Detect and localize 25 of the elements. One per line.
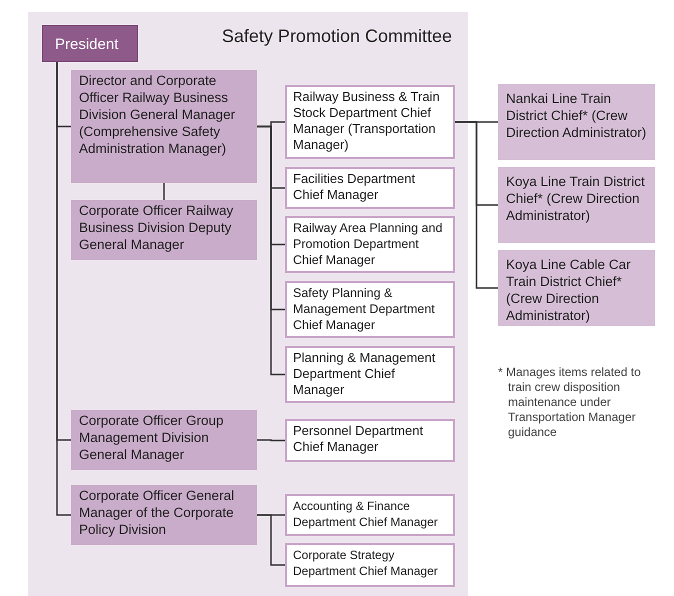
officer-box: Corporate Officer Railway Business Division Deputy General Manager: [71, 200, 257, 260]
footnote: * Manages items related to train crew disposition maintenance under Transportation Manager guidance: [498, 365, 642, 440]
department-box: Railway Business & Train Stock Department Chief Manager (Transportation Manager): [285, 85, 455, 159]
committee-title: Safety Promotion Committee: [222, 25, 452, 48]
department-box: Corporate Strategy Department Chief Manager: [285, 543, 455, 587]
connector-line: [455, 121, 498, 289]
department-box: Accounting & Finance Department Chief Manager: [285, 494, 455, 536]
president-box: President: [42, 25, 138, 62]
connector-line: [257, 514, 285, 566]
department-box: Railway Area Planning and Promotion Department Chief Manager: [285, 216, 455, 273]
connector-line: [56, 62, 71, 516]
officer-box: Corporate Officer Group Management Division General Manager: [71, 410, 257, 470]
district-box: Koya Line Cable Car Train District Chief* (Crew Direction Administrator): [498, 250, 655, 326]
connector-line: [163, 183, 165, 200]
committee-panel: [28, 12, 468, 596]
connector-line: [257, 439, 285, 442]
connector-line: [257, 126, 285, 376]
officer-box: Director and Corporate Officer Railway Business Division General Manager (Comprehensive Safety Administration Manager): [71, 70, 257, 183]
department-box: Personnel Department Chief Manager: [285, 419, 455, 462]
department-box: Facilities Department Chief Manager: [285, 167, 455, 209]
officer-box: Corporate Officer General Manager of the Corporate Policy Division: [71, 485, 257, 545]
department-box: Safety Planning & Management Department Chief Manager: [285, 281, 455, 338]
department-box: Planning & Management Department Chief Manager: [285, 346, 455, 403]
district-box: Nankai Line Train District Chief* (Crew Direction Administrator): [498, 84, 655, 160]
district-box: Koya Line Train District Chief* (Crew Direction Administrator): [498, 167, 655, 243]
